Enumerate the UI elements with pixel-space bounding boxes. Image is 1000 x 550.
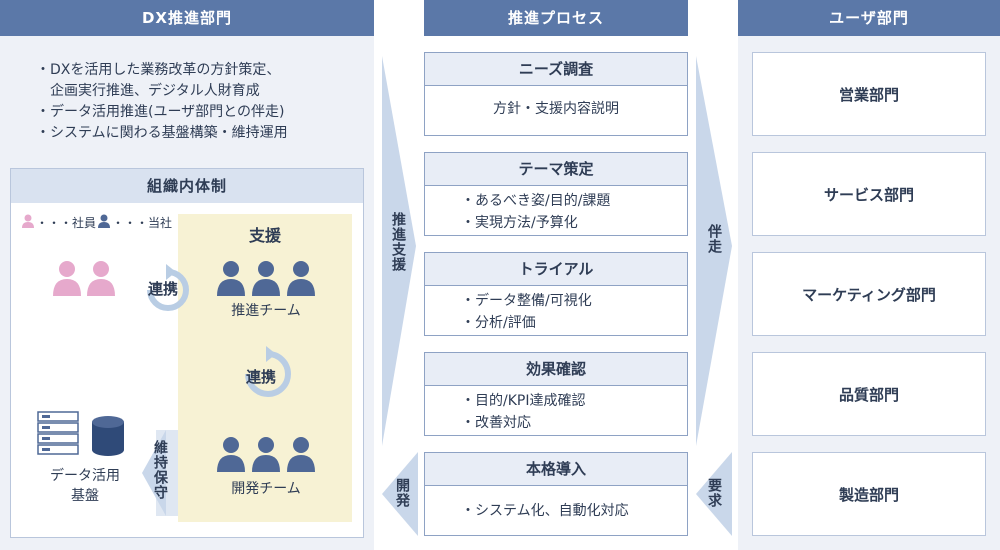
develop-label: 開発 bbox=[394, 478, 410, 508]
process-header: 推進プロセス bbox=[424, 0, 688, 36]
promo-team-label: 推進チーム bbox=[231, 303, 301, 319]
step-line: ・改善対応 bbox=[461, 415, 531, 431]
promote-arrow bbox=[382, 56, 416, 446]
org-structure-title: 組織内体制 bbox=[11, 169, 363, 203]
develop-arrow bbox=[382, 452, 418, 536]
step-line: ・実現方法/予算化 bbox=[461, 215, 578, 231]
maintain-label: 維持保守 bbox=[152, 440, 168, 500]
bullet-line: ・DXを活用した業務改革の方針策定、 bbox=[36, 62, 281, 78]
data-platform-line2: 基盤 bbox=[71, 488, 99, 504]
dx-dept-bullets: ・DXを活用した業務改革の方針策定、 企画実行推進、デジタル人財育成 ・データ活… bbox=[36, 60, 366, 144]
step-line: 方針・支援内容説明 bbox=[493, 101, 619, 117]
database-icon bbox=[92, 416, 124, 456]
step-line: ・データ整備/可視化 bbox=[461, 293, 592, 309]
promo-team-people-icon bbox=[217, 261, 315, 296]
step-trial: トライアル ・データ整備/可視化 ・分析/評価 bbox=[424, 252, 688, 336]
request-arrow bbox=[696, 452, 732, 536]
legend: ・・・社員 ・・・当社 bbox=[22, 212, 192, 232]
step-title: テーマ策定 bbox=[425, 153, 687, 186]
dept-service: サービス部門 bbox=[752, 152, 986, 236]
step-line: ・分析/評価 bbox=[461, 315, 536, 331]
accompany-label: 伴走 bbox=[706, 224, 722, 254]
promote-label: 推進支援 bbox=[390, 212, 406, 272]
bullet-line: ・システムに関わる基盤構築・維持運用 bbox=[36, 125, 288, 141]
step-title: ニーズ調査 bbox=[425, 53, 687, 86]
person-icon-company bbox=[98, 214, 110, 228]
step-line: ・システム化、自動化対応 bbox=[461, 503, 629, 519]
dev-team-people-icon bbox=[217, 437, 315, 472]
employee-people-icon bbox=[53, 261, 115, 296]
renkei-left-label: 連携 bbox=[148, 280, 179, 298]
step-line: ・あるべき姿/目的/課題 bbox=[461, 193, 611, 209]
dept-manufacturing: 製造部門 bbox=[752, 452, 986, 536]
cycle-arrow-icon bbox=[147, 264, 189, 311]
cycle-arrow-icon bbox=[245, 346, 291, 397]
step-theme-planning: テーマ策定 ・あるべき姿/目的/課題 ・実現方法/予算化 bbox=[424, 152, 688, 236]
step-title: トライアル bbox=[425, 253, 687, 286]
maintain-arrow bbox=[142, 430, 178, 516]
data-platform-label: データ活用 基盤 bbox=[30, 466, 140, 506]
user-dept-header: ユーザ部門 bbox=[738, 0, 1000, 36]
step-full-deployment: 本格導入 ・システム化、自動化対応 bbox=[424, 452, 688, 536]
legend-employee-label: ・・・社員 bbox=[36, 216, 97, 230]
step-title: 効果確認 bbox=[425, 353, 687, 386]
step-effect-check: 効果確認 ・目的/KPI達成確認 ・改善対応 bbox=[424, 352, 688, 436]
dept-sales: 営業部門 bbox=[752, 52, 986, 136]
step-title: 本格導入 bbox=[425, 453, 687, 486]
legend-company-label: ・・・当社 bbox=[112, 216, 173, 230]
bullet-line: ・データ活用推進(ユーザ部門との伴走) bbox=[36, 104, 285, 120]
support-title: 支援 bbox=[248, 226, 281, 245]
person-icon-employee bbox=[22, 214, 34, 228]
dev-team-label: 開発チーム bbox=[231, 481, 301, 497]
bullet-line: 企画実行推進、デジタル人財育成 bbox=[50, 83, 260, 99]
step-line: ・目的/KPI達成確認 bbox=[461, 393, 586, 409]
accompany-arrow bbox=[696, 56, 732, 446]
dept-marketing: マーケティング部門 bbox=[752, 252, 986, 336]
data-platform-line1: データ活用 bbox=[50, 468, 120, 484]
server-icon bbox=[37, 411, 79, 455]
renkei-center-label: 連携 bbox=[246, 368, 277, 386]
dx-dept-header: DX推進部門 bbox=[0, 0, 374, 36]
request-label: 要求 bbox=[706, 478, 722, 508]
dept-quality: 品質部門 bbox=[752, 352, 986, 436]
step-needs-survey: ニーズ調査 方針・支援内容説明 bbox=[424, 52, 688, 136]
